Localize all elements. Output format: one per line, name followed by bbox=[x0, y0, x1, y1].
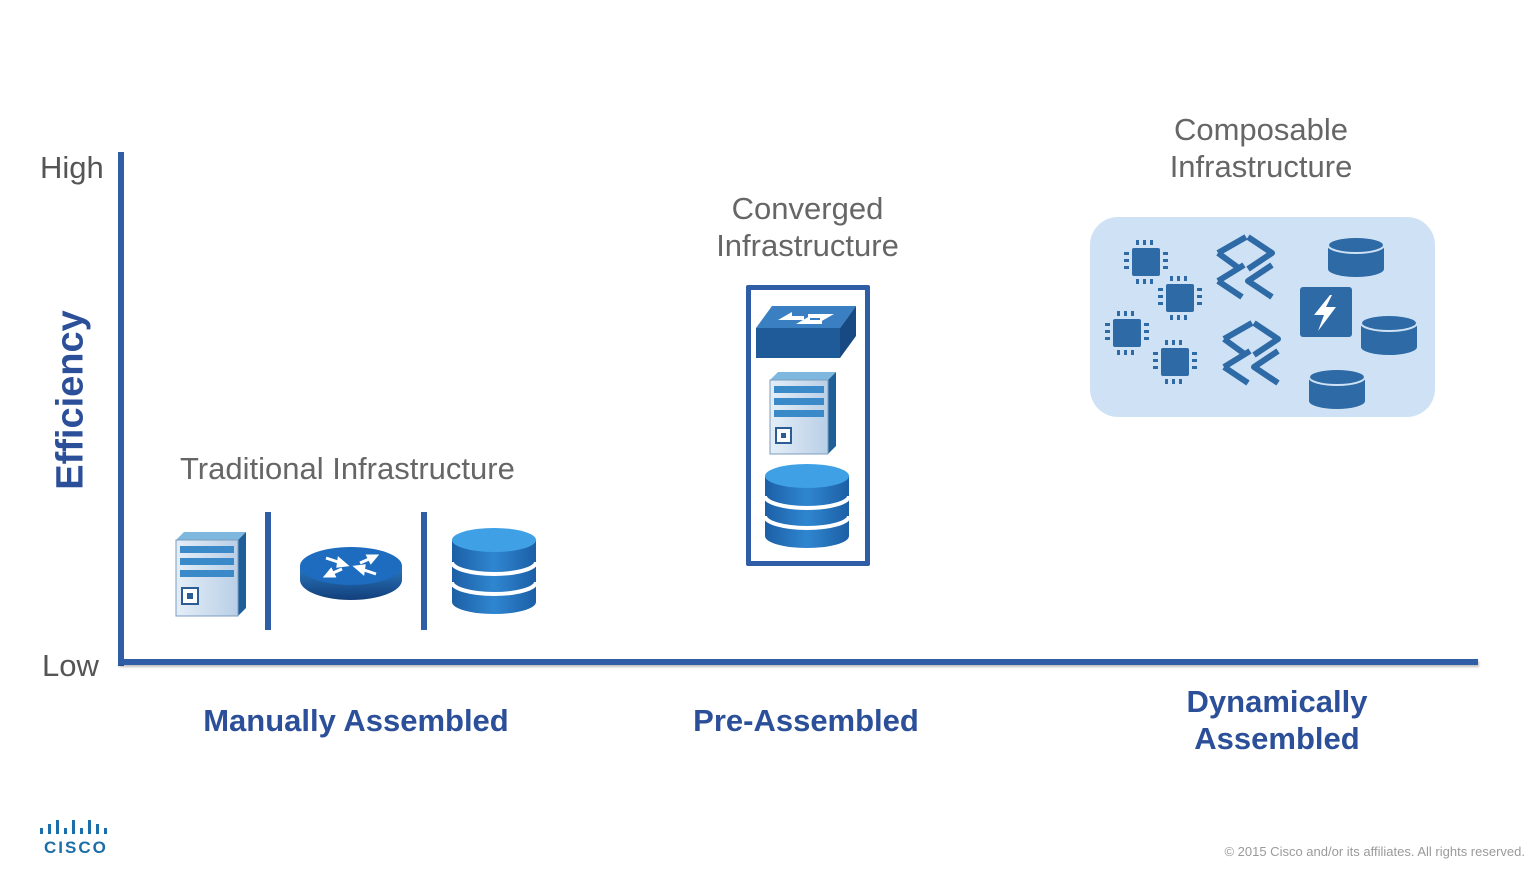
composable-resources-group bbox=[1105, 217, 1418, 410]
traditional-infrastructure-title: Traditional Infrastructure bbox=[180, 451, 515, 486]
storage-icon bbox=[450, 528, 538, 614]
server-icon bbox=[769, 372, 836, 455]
exchange-arrows-icon bbox=[1224, 323, 1278, 383]
server-icon bbox=[175, 532, 246, 617]
composable-infrastructure-title: Composable Infrastructure bbox=[1169, 112, 1353, 184]
stage-divider bbox=[265, 512, 271, 630]
y-axis-high-label: High bbox=[40, 150, 104, 185]
copyright-notice: © 2015 Cisco and/or its affiliates. All … bbox=[1224, 844, 1525, 859]
cpu-icon bbox=[1153, 340, 1197, 384]
cisco-logo-text: CISCO bbox=[44, 838, 108, 857]
y-axis-low-label: Low bbox=[42, 648, 99, 683]
x-label-pre-assembled: Pre-Assembled bbox=[693, 703, 919, 738]
stage-divider bbox=[421, 512, 427, 630]
cpu-icon bbox=[1158, 276, 1202, 320]
storage-icon bbox=[763, 464, 851, 548]
power-icon bbox=[1300, 287, 1352, 337]
x-axis-line bbox=[118, 659, 1478, 665]
y-axis-title: Efficiency bbox=[49, 310, 92, 490]
storage-icon bbox=[1360, 314, 1418, 356]
cisco-logo-icon bbox=[40, 820, 107, 834]
converged-stack-frame bbox=[746, 285, 870, 566]
x-label-manually-assembled: Manually Assembled bbox=[203, 703, 509, 738]
switch-icon bbox=[756, 306, 856, 358]
router-icon bbox=[300, 547, 402, 600]
y-axis-line bbox=[118, 152, 124, 666]
cpu-icon bbox=[1124, 240, 1168, 284]
cpu-icon bbox=[1105, 311, 1149, 355]
storage-icon bbox=[1308, 368, 1366, 410]
storage-icon bbox=[1327, 236, 1385, 278]
converged-infrastructure-title: Converged Infrastructure bbox=[716, 191, 899, 263]
x-label-dynamically-assembled: Dynamically Assembled bbox=[1186, 684, 1368, 756]
exchange-arrows-icon bbox=[1218, 237, 1272, 297]
